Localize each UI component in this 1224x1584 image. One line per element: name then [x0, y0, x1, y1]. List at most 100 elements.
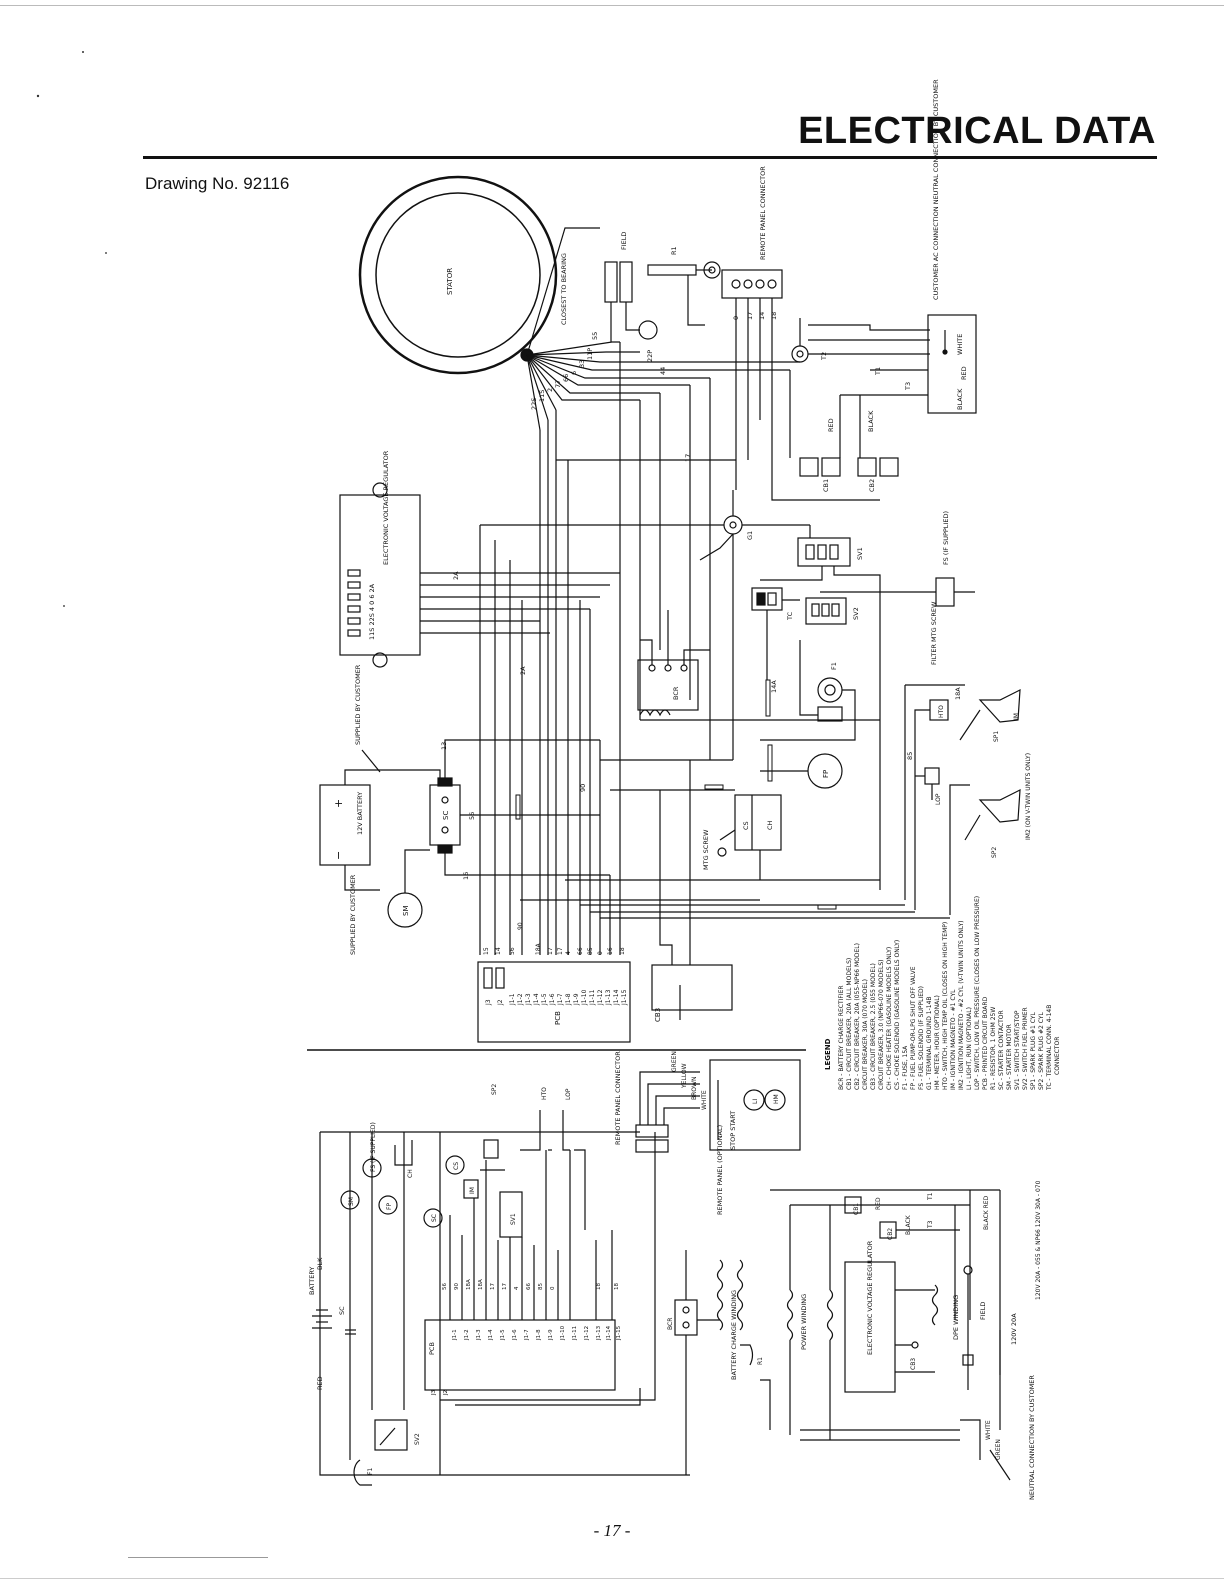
neutral-connection-label: NEUTRAL CONNECTION BY CUSTOMER [1028, 1375, 1036, 1500]
f1-lower-label: F1 [367, 1468, 374, 1475]
svg-text:J1-1: J1-1 [452, 1329, 458, 1341]
svg-text:J1-6: J1-6 [549, 993, 556, 1006]
svg-text:SP2 - SPARK PLUG #2 CYL: SP2 - SPARK PLUG #2 CYL [1038, 1012, 1045, 1090]
svg-text:66: 66 [562, 374, 570, 382]
sm-label: SM [402, 906, 410, 916]
svg-text:J1-11: J1-11 [589, 989, 596, 1006]
svg-text:J1-8: J1-8 [536, 1329, 542, 1341]
svg-text:44: 44 [659, 367, 667, 375]
remote-panel-connector-upper: REMOTE PANEL CONNECTOR [721, 166, 880, 501]
svg-text:0: 0 [550, 1286, 556, 1290]
svg-text:18A: 18A [535, 942, 542, 955]
red-label: RED [316, 1376, 324, 1390]
field-label: FIELD [620, 232, 628, 250]
svg-text:2: 2 [546, 388, 554, 392]
evr-lower-label: ELECTRONIC VOLTAGE REGULATOR [866, 1240, 874, 1355]
svg-text:0: 0 [732, 316, 740, 320]
power-winding: POWER WINDING [770, 1189, 1000, 1440]
evr-upper: ELECTRONIC VOLTAGE REGULATOR 11S 22S 4 0… [339, 450, 620, 668]
svg-text:17: 17 [490, 1283, 496, 1290]
svg-text:−: − [332, 851, 345, 860]
scan-edge-bottom [0, 1578, 1224, 1579]
stator: STATOR [358, 175, 558, 375]
sc-label: SC [442, 811, 450, 820]
im2-label: IM2 (ON V-TWIN UNITS ONLY) [1025, 753, 1032, 840]
svg-text:J1-2: J1-2 [517, 993, 524, 1006]
black-red-label: BLACK RED [983, 1195, 990, 1230]
evr-lower: ELECTRONIC VOLTAGE REGULATOR CB3 [844, 1240, 935, 1393]
remote-color-yellow: YELLOW [681, 1063, 688, 1089]
svg-text:J1-7: J1-7 [524, 1329, 530, 1341]
svg-text:17: 17 [746, 312, 754, 320]
stop-start-label: STOP START [729, 1111, 737, 1150]
battery-label: 12V BATTERY [356, 792, 364, 835]
main-harness [479, 342, 950, 955]
power-winding-label: POWER WINDING [800, 1294, 808, 1350]
svg-text:18A: 18A [954, 687, 962, 700]
svg-text:17: 17 [684, 454, 692, 462]
switch-sv1: SV1 [760, 525, 881, 890]
pcb-lower-pins: J1-1 J1-2 J1-3 J1-4 J1-5 J1-6 J1-7 J1-8 … [452, 1325, 622, 1341]
sv2-lower: SV2 F1 [353, 1419, 421, 1486]
wire-labels: 22S 11S 2 77 66 6 33 11P 44 22P 55 0 17 … [440, 312, 962, 880]
g1-label: G1 [746, 531, 754, 540]
breaker-note-label: 120V 20A - 055 & NP66 120V 30A - 070 [1035, 1180, 1042, 1300]
r1-lower-label: R1 [757, 1357, 764, 1365]
svg-text:J1-10: J1-10 [560, 1325, 566, 1341]
fuse-f1: F1 [760, 640, 856, 741]
cb1-lower-label: CB1 [853, 1203, 860, 1215]
filter-mtg-screw-label: FILTER MTG SCREW [930, 601, 938, 665]
evr-label: ELECTRONIC VOLTAGE REGULATOR [382, 450, 390, 565]
svg-text:CB3 - CIRCUIT BREAKER, 2.5 (05: CB3 - CIRCUIT BREAKER, 2.5 (055 MODEL) [870, 963, 877, 1090]
svg-text:CS - CHOKE SOLENOID (GASOLINE: CS - CHOKE SOLENOID (GASOLINE MODELS ONL… [894, 940, 901, 1090]
svg-text:18: 18 [614, 1283, 620, 1290]
green-lower-label: GREEN [995, 1439, 1002, 1460]
lower-diagram: BATTERY BLK RED SC SM FS (IF SUPPLIED) F… [308, 1051, 1042, 1500]
svg-text:J1-12: J1-12 [597, 989, 604, 1006]
wire-color-black: BLACK [956, 388, 964, 410]
svg-text:SM - STARTER MOTOR: SM - STARTER MOTOR [1006, 1024, 1013, 1090]
svg-text:J1-14: J1-14 [606, 1325, 612, 1341]
filter-and-sp1: HTO FILTER MTG SCREW SP1 IM [904, 601, 1021, 910]
fs-lower-label: FS (IF SUPPLIED) [370, 1122, 377, 1172]
svg-text:TC - TERMINAL CONN. 4-14B: TC - TERMINAL CONN. 4-14B [1046, 1005, 1053, 1091]
lower-ignition: IM SV1 SP2 HTO LOP [463, 1084, 586, 1238]
svg-text:T3: T3 [904, 382, 912, 391]
circuit-breaker-cb3: CB3 [651, 760, 733, 1022]
svg-text:PCB - PRINTED CIRCUIT BOARD: PCB - PRINTED CIRCUIT BOARD [982, 996, 989, 1090]
legend: LEGEND BCR - BATTERY CHARGE RECTIFIER CB… [824, 896, 1061, 1091]
output-connection: 120V 20A 120V 20A - 055 & NP66 120V 30A … [800, 1180, 1042, 1500]
hto-label: HTO [938, 705, 945, 718]
svg-text:2A: 2A [519, 666, 527, 675]
sv2-label: SV2 [852, 607, 860, 620]
drawing-number: Drawing No. 92116 [145, 174, 290, 193]
sc-lower-circle-label: SC [431, 1214, 438, 1222]
fp-label: FP [822, 770, 830, 778]
cb-lower: CB1 CB2 RED BLACK T1 T3 BLACK RED [844, 1190, 990, 1320]
wire-color-red: RED [960, 366, 968, 380]
sv2-lower-label: SV2 [414, 1433, 421, 1445]
switch-sv2: SV2 [805, 597, 860, 625]
svg-text:J1-3: J1-3 [476, 1329, 482, 1341]
svg-text:22S: 22S [530, 398, 538, 410]
svg-text:16: 16 [462, 872, 470, 880]
customer-ac-connection: CUSTOMER AC CONNECTION NEUTRAL CONNECTIO… [840, 79, 977, 414]
svg-text:17: 17 [557, 947, 564, 955]
svg-text:77: 77 [554, 380, 562, 388]
scan-edge-top [0, 5, 1224, 6]
choke-ch-cs: CS CH MTG SCREW [702, 789, 782, 880]
svg-text:4: 4 [514, 1286, 520, 1290]
svg-text:CIRCUIT BREAKER, 3.0 (NP66-070: CIRCUIT BREAKER, 3.0 (NP66-070 MODELS) [878, 960, 885, 1091]
lower-actuators: SM FS (IF SUPPLIED) FP CH SC CS [340, 1122, 465, 1228]
svg-text:J1-7: J1-7 [557, 993, 564, 1006]
field-brushes: FIELD [604, 232, 640, 342]
svg-text:SV1 - SWITCH START/STOP: SV1 - SWITCH START/STOP [1014, 1010, 1021, 1090]
sp2-lower-label: SP2 [491, 1084, 498, 1095]
hm-label: HM [773, 1094, 780, 1104]
svg-text:HM - METER, HOUR (OPTIONAL): HM - METER, HOUR (OPTIONAL) [934, 995, 941, 1090]
remote-panel-connector-lower: REMOTE PANEL CONNECTOR GREEN YELLOW BROW… [614, 1051, 708, 1153]
svg-text:J1-3: J1-3 [525, 993, 532, 1006]
svg-text:J1-13: J1-13 [596, 1325, 602, 1341]
sp1-label: SP1 [993, 731, 1000, 742]
pcb-label: PCB [554, 1011, 562, 1025]
